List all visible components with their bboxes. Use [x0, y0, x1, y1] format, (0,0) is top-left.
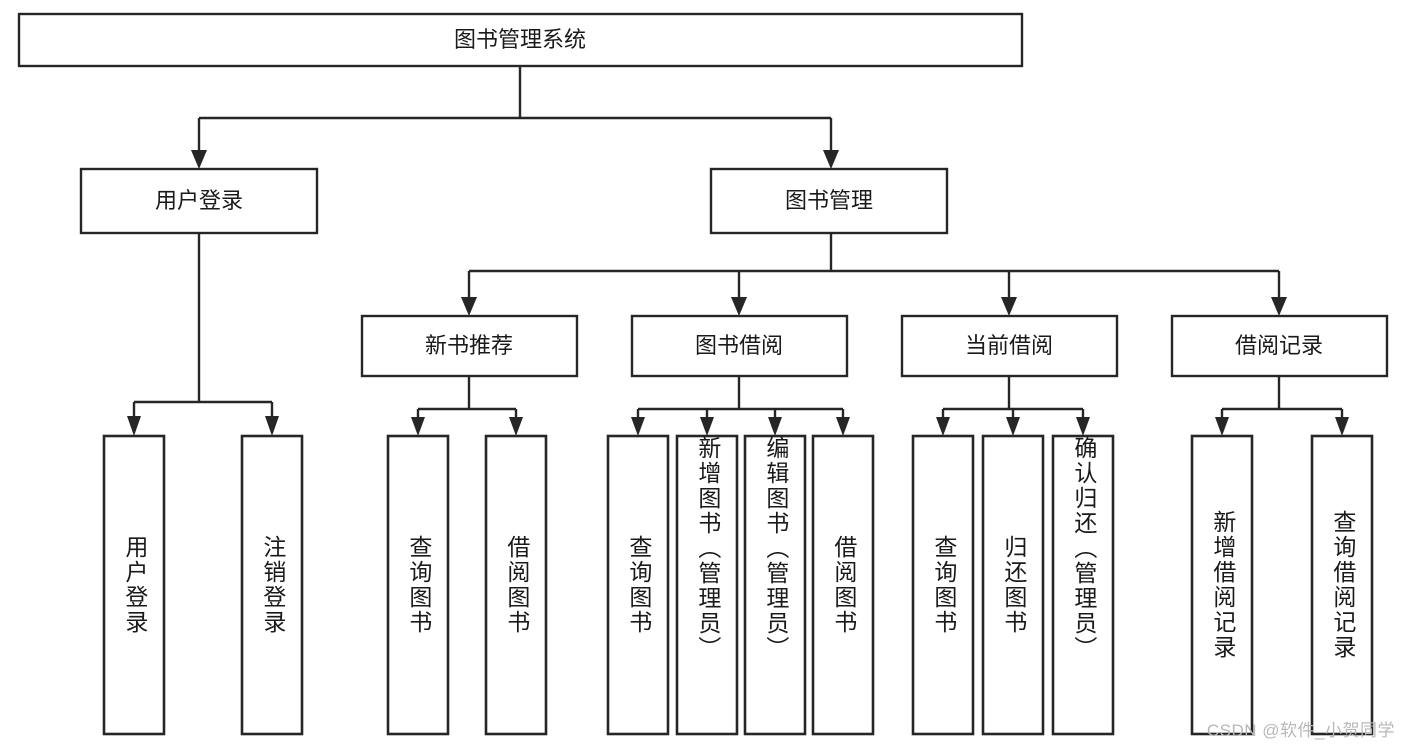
leaf-box-current-borrow-3[interactable] — [1051, 434, 1115, 736]
arrowhead-cb-leaf-1 — [936, 417, 950, 436]
arrowhead-borrow-record — [1271, 297, 1287, 316]
node-new-book-label: 新书推荐 — [425, 333, 513, 358]
arrowhead-bb-leaf-3 — [768, 417, 782, 436]
leaf-box-current-borrow-2[interactable] — [981, 434, 1045, 736]
arrowhead-user-login — [191, 150, 207, 169]
node-root-label: 图书管理系统 — [454, 27, 586, 52]
node-book-manage-box[interactable] — [709, 167, 949, 235]
node-root-box[interactable] — [17, 12, 1024, 68]
leaf-box-user-login-2[interactable] — [240, 434, 304, 736]
arrowhead-ul-leaf-2 — [265, 416, 279, 436]
node-borrow-record-label: 借阅记录 — [1235, 333, 1323, 358]
arrowhead-bb-leaf-1 — [631, 417, 645, 436]
leaf-box-book-borrow-4[interactable] — [811, 434, 875, 736]
arrowhead-nb-leaf-1 — [411, 417, 425, 436]
arrowhead-br-leaf-2 — [1335, 417, 1349, 436]
arrowhead-bb-leaf-2 — [700, 417, 714, 436]
node-book-borrow-label: 图书借阅 — [695, 333, 783, 358]
leaf-box-book-borrow-3[interactable] — [743, 434, 807, 736]
node-book-manage-label: 图书管理 — [785, 188, 873, 213]
watermark-text: CSDN @软件_小贺同学 — [1206, 721, 1395, 740]
node-current-borrow-label: 当前借阅 — [965, 333, 1053, 358]
arrowhead-ul-leaf-1 — [127, 416, 141, 436]
arrowhead-br-leaf-1 — [1215, 417, 1229, 436]
arrowhead-book-manage — [823, 150, 839, 169]
arrowhead-bb-leaf-4 — [836, 417, 850, 436]
leaf-box-new-book-1[interactable] — [386, 434, 450, 736]
node-current-borrow-box[interactable] — [900, 314, 1119, 378]
leaf-box-borrow-record-2[interactable] — [1310, 434, 1374, 736]
arrowhead-cb-leaf-3 — [1076, 417, 1090, 436]
node-user-login-label: 用户登录 — [155, 188, 243, 213]
arrowhead-nb-leaf-2 — [509, 417, 523, 436]
leaf-box-user-login-1[interactable] — [102, 434, 166, 736]
leaf-box-book-borrow-1[interactable] — [606, 434, 670, 736]
node-user-login-box[interactable] — [79, 167, 319, 235]
arrowhead-book-borrow — [731, 297, 747, 316]
leaf-box-current-borrow-1[interactable] — [911, 434, 975, 736]
leaf-box-new-book-2[interactable] — [484, 434, 548, 736]
node-new-book-box[interactable] — [360, 314, 579, 378]
arrowhead-new-book — [461, 297, 477, 316]
leaf-box-book-borrow-2[interactable] — [675, 434, 739, 736]
leaf-box-borrow-record-1[interactable] — [1190, 434, 1254, 736]
arrowhead-current-borrow — [1001, 297, 1017, 316]
arrowhead-cb-leaf-2 — [1006, 417, 1020, 436]
